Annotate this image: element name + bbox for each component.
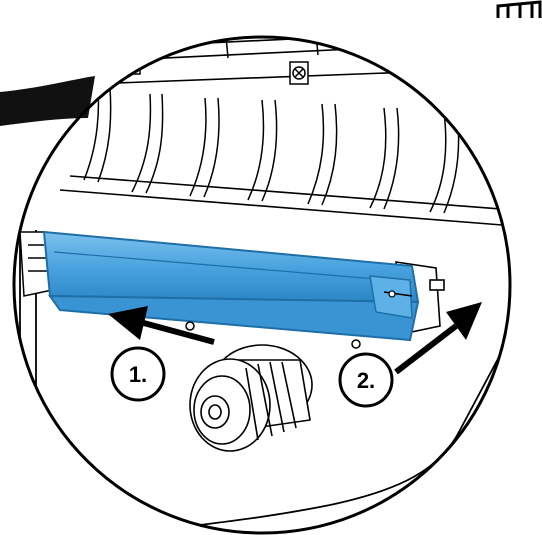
arrow-left-icon	[108, 306, 215, 345]
mounting-hole	[351, 339, 361, 349]
arrow-up-right-icon	[394, 302, 482, 375]
magnified-view	[19, 37, 510, 526]
step-label-2: 2.	[357, 368, 375, 393]
mounting-hole	[185, 321, 195, 331]
cable-gland	[189, 344, 313, 452]
housing-upper-ribs	[224, 37, 405, 59]
housing-top	[59, 37, 510, 229]
step-label-1: 1.	[129, 362, 147, 387]
step-badge-2: 2.	[338, 352, 394, 408]
housing-ribs	[83, 87, 460, 214]
magnifier-circle	[12, 35, 512, 535]
filter-clip-left	[19, 231, 53, 297]
filter-cartridge	[42, 230, 420, 342]
screw-icon	[289, 61, 309, 85]
step-badge-1: 1.	[110, 346, 166, 402]
corner-bracket-icon	[496, 0, 542, 18]
cable	[0, 76, 95, 126]
